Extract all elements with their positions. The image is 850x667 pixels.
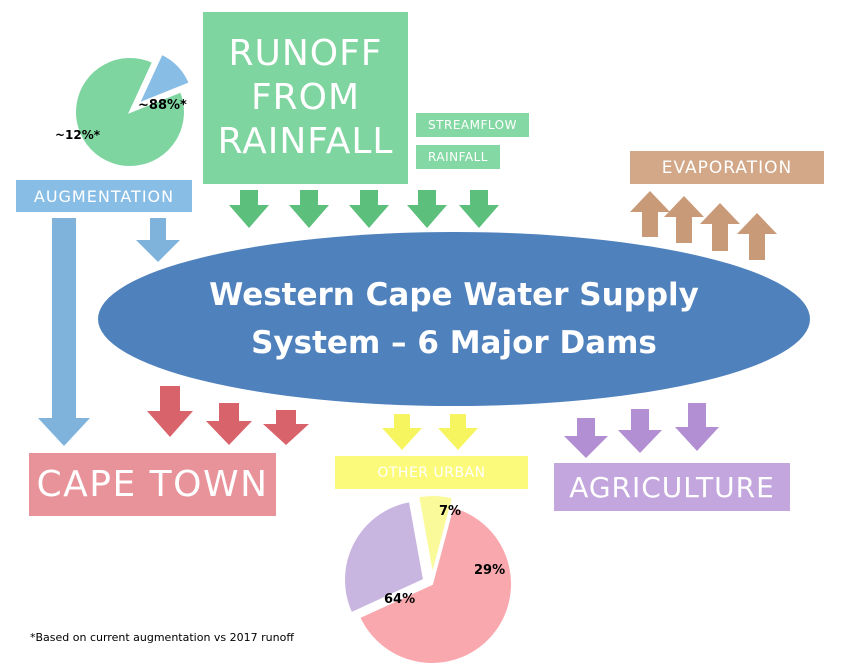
augmentation-pie — [74, 52, 191, 168]
runoff-box: RUNOFF FROM RAINFALL — [203, 12, 408, 184]
augmentation-to-cape-town-arrow — [38, 218, 90, 446]
rainfall-label: RAINFALL — [416, 145, 500, 169]
cape-town-arrow-3 — [263, 410, 309, 445]
runoff-line1: RUNOFF — [228, 33, 383, 75]
agriculture-arrow-2 — [618, 409, 662, 453]
pie2-slice-agriculture — [343, 499, 426, 615]
usage-pie — [343, 494, 513, 665]
evaporation-arrow-1 — [630, 191, 670, 237]
runoff-line2: FROM — [250, 77, 361, 119]
dams-ellipse — [98, 232, 810, 406]
evaporation-arrow-3 — [700, 203, 740, 251]
evaporation-arrow-4 — [737, 213, 777, 260]
dams-title-line1: Western Cape Water Supply — [209, 276, 699, 313]
runoff-arrow-5 — [459, 190, 499, 228]
dams-title: Western Cape Water Supply System – 6 Maj… — [96, 230, 812, 408]
pie2-slice-other-urban — [417, 494, 455, 576]
runoff-arrow-4 — [407, 190, 447, 228]
pie2-label-agriculture: 29% — [474, 563, 506, 578]
other-urban-box: OTHER URBAN — [335, 456, 528, 489]
runoff-arrow-2 — [289, 190, 329, 228]
pie2-label-other-urban: 7% — [439, 504, 462, 519]
footnote: *Based on current augmentation vs 2017 r… — [30, 631, 294, 644]
augmentation-box: AUGMENTATION — [16, 180, 192, 212]
other-urban-arrow-1 — [382, 414, 422, 450]
pie1-slice-augmentation — [136, 52, 191, 106]
pie1-label-augmentation: ~12%* — [55, 128, 101, 142]
pie2-slice-cape-town — [357, 505, 513, 665]
agriculture-box: AGRICULTURE — [554, 463, 790, 511]
runoff-line3: RAINFALL — [217, 120, 394, 162]
pie1-label-runoff: ~88%* — [138, 98, 187, 113]
other-urban-arrow-2 — [438, 414, 478, 450]
pie1-slice-runoff — [74, 56, 186, 168]
runoff-arrow-1 — [229, 190, 269, 228]
streamflow-label: STREAMFLOW — [416, 113, 529, 137]
cape-town-arrow-2 — [206, 403, 252, 445]
evaporation-arrow-2 — [664, 196, 704, 243]
dams-title-line2: System – 6 Major Dams — [251, 325, 657, 361]
cape-town-box: CAPE TOWN — [29, 453, 276, 516]
evaporation-box: EVAPORATION — [630, 151, 824, 184]
augmentation-to-dams-arrow — [136, 218, 180, 262]
runoff-arrow-3 — [349, 190, 389, 228]
agriculture-arrow-1 — [564, 418, 608, 458]
cape-town-arrow-1 — [147, 386, 193, 437]
pie2-label-cape-town: 64% — [384, 592, 416, 607]
agriculture-arrow-3 — [675, 403, 719, 451]
